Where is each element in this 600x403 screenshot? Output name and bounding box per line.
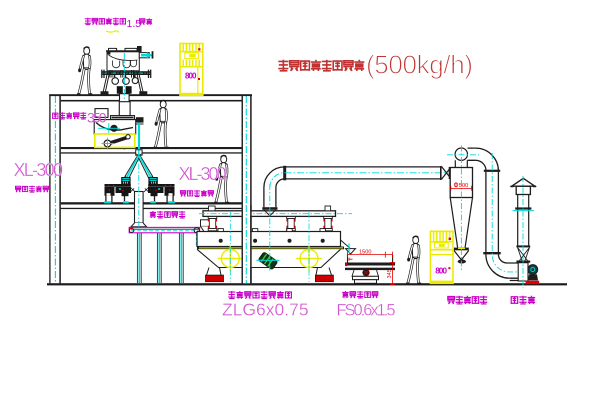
svg-text:1.5: 1.5 — [127, 18, 142, 30]
svg-text:XL-300: XL-300 — [179, 164, 227, 184]
svg-text:800: 800 — [435, 266, 447, 276]
svg-text:XL-300: XL-300 — [14, 160, 64, 180]
svg-text:345: 345 — [387, 269, 393, 278]
svg-text:500: 500 — [459, 183, 469, 189]
svg-text:350: 350 — [87, 110, 107, 126]
svg-text:(500kg/h): (500kg/h) — [366, 50, 473, 80]
svg-text:FS0.6x1.5: FS0.6x1.5 — [337, 302, 396, 320]
svg-text:800: 800 — [185, 72, 197, 81]
svg-text:1500: 1500 — [359, 250, 371, 256]
svg-text:ZLG6x0.75: ZLG6x0.75 — [222, 300, 309, 320]
